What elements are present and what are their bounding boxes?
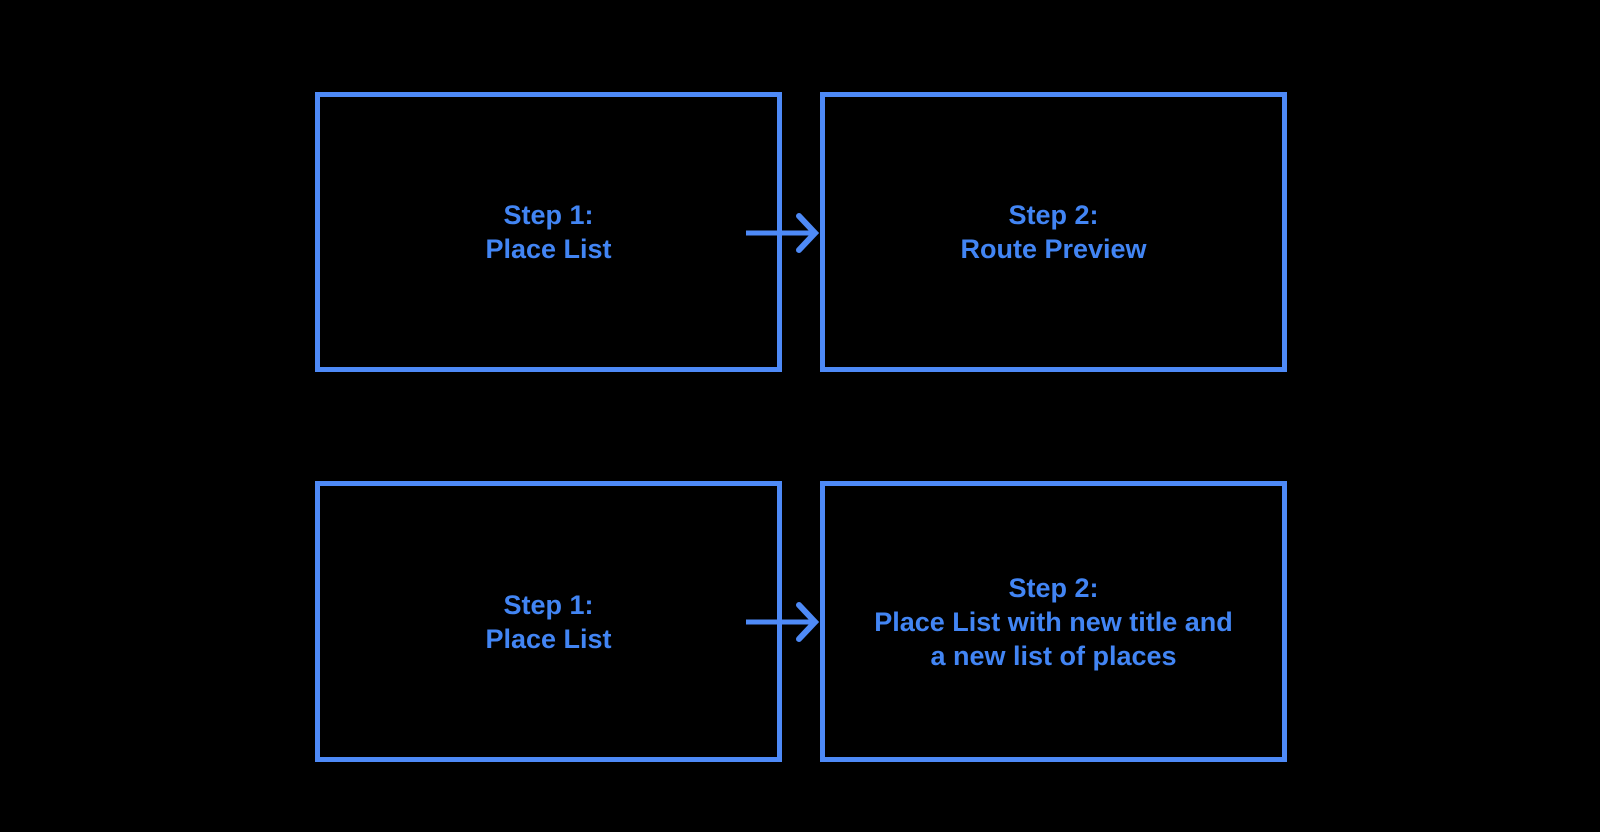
box-text-line: Step 2: bbox=[1008, 572, 1099, 603]
flow-box-row2-step1-place-list: Step 1: Place List bbox=[315, 481, 782, 762]
box-text-line: Route Preview bbox=[960, 234, 1147, 264]
flow-box-row2-step2-place-list-new: Step 2: Place List with new title and a … bbox=[820, 481, 1287, 762]
box-text-line: Place List bbox=[485, 234, 612, 264]
box-text-line: Step 1: bbox=[503, 589, 594, 620]
box-text-line: Step 1: bbox=[503, 200, 594, 230]
box-text-line: a new list of places bbox=[930, 640, 1177, 671]
flow-box-row1-step1-place-list: Step 1: Place List bbox=[315, 92, 782, 372]
arrow-right-icon bbox=[746, 602, 820, 642]
arrow-right-icon bbox=[746, 213, 820, 253]
flow-box-row1-step2-route-preview: Step 2: Route Preview bbox=[820, 92, 1287, 372]
box-text-line: Step 2: bbox=[1008, 200, 1099, 230]
box-text-line: Place List bbox=[485, 623, 612, 654]
box-text-line: Place List with new title and bbox=[874, 606, 1233, 637]
